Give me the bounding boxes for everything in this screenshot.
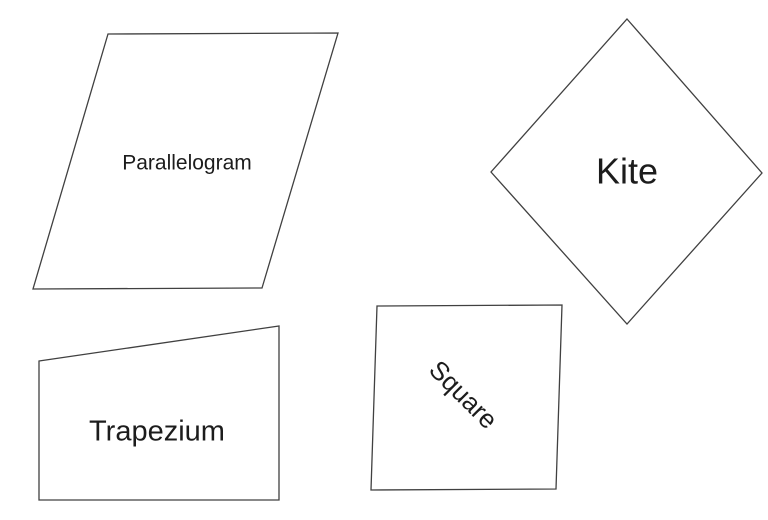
parallelogram-shape[interactable] xyxy=(32,32,339,290)
kite-shape[interactable] xyxy=(490,18,763,325)
parallelogram-label: Parallelogram xyxy=(122,152,252,175)
kite-label: Kite xyxy=(596,151,658,192)
square-shape[interactable] xyxy=(370,304,563,491)
trapezium-label: Trapezium xyxy=(89,416,225,448)
shape-group-square: Square xyxy=(370,304,563,491)
shape-group-parallelogram: Parallelogram xyxy=(32,32,339,290)
shape-group-trapezium: Trapezium xyxy=(38,325,280,501)
shape-group-kite: Kite xyxy=(490,18,763,325)
trapezium-shape[interactable] xyxy=(38,325,280,501)
